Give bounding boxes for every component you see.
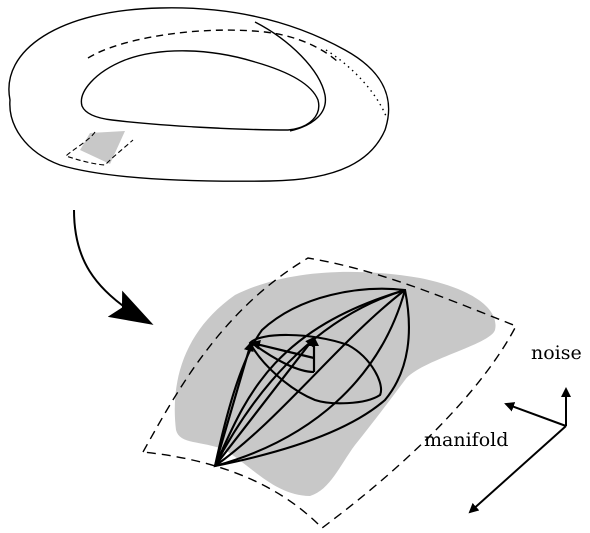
noise-label: noise <box>531 342 582 364</box>
ellipsoid-meridian-4 <box>214 289 407 468</box>
torus-dotted-ridge <box>325 49 387 117</box>
torus-hidden-contour <box>87 29 339 63</box>
zoomed-patch <box>142 257 517 529</box>
ellipsoid-ring <box>248 333 383 405</box>
torus-ridge-line <box>254 21 327 132</box>
noise-axis-diagonal <box>504 402 567 427</box>
vectors <box>213 336 319 467</box>
vector-inner-left <box>250 340 315 360</box>
vector-to-center-top <box>214 336 316 467</box>
vector-to-left-top <box>213 341 254 467</box>
torus-patch-border <box>64 131 134 166</box>
ellipsoid-meridian-2 <box>214 288 406 467</box>
torus-outer-contour <box>8 7 390 182</box>
torus-inner-contour <box>80 50 320 131</box>
chart-boundary <box>142 257 517 529</box>
axes <box>468 387 571 514</box>
manifold-axis <box>468 425 567 514</box>
torus-patch <box>80 131 125 164</box>
mapping-arrow <box>73 209 154 325</box>
gray-region <box>174 271 496 496</box>
torus <box>8 7 390 182</box>
ellipsoid-meridian-3 <box>214 289 406 467</box>
manifold-label: manifold <box>424 429 508 451</box>
